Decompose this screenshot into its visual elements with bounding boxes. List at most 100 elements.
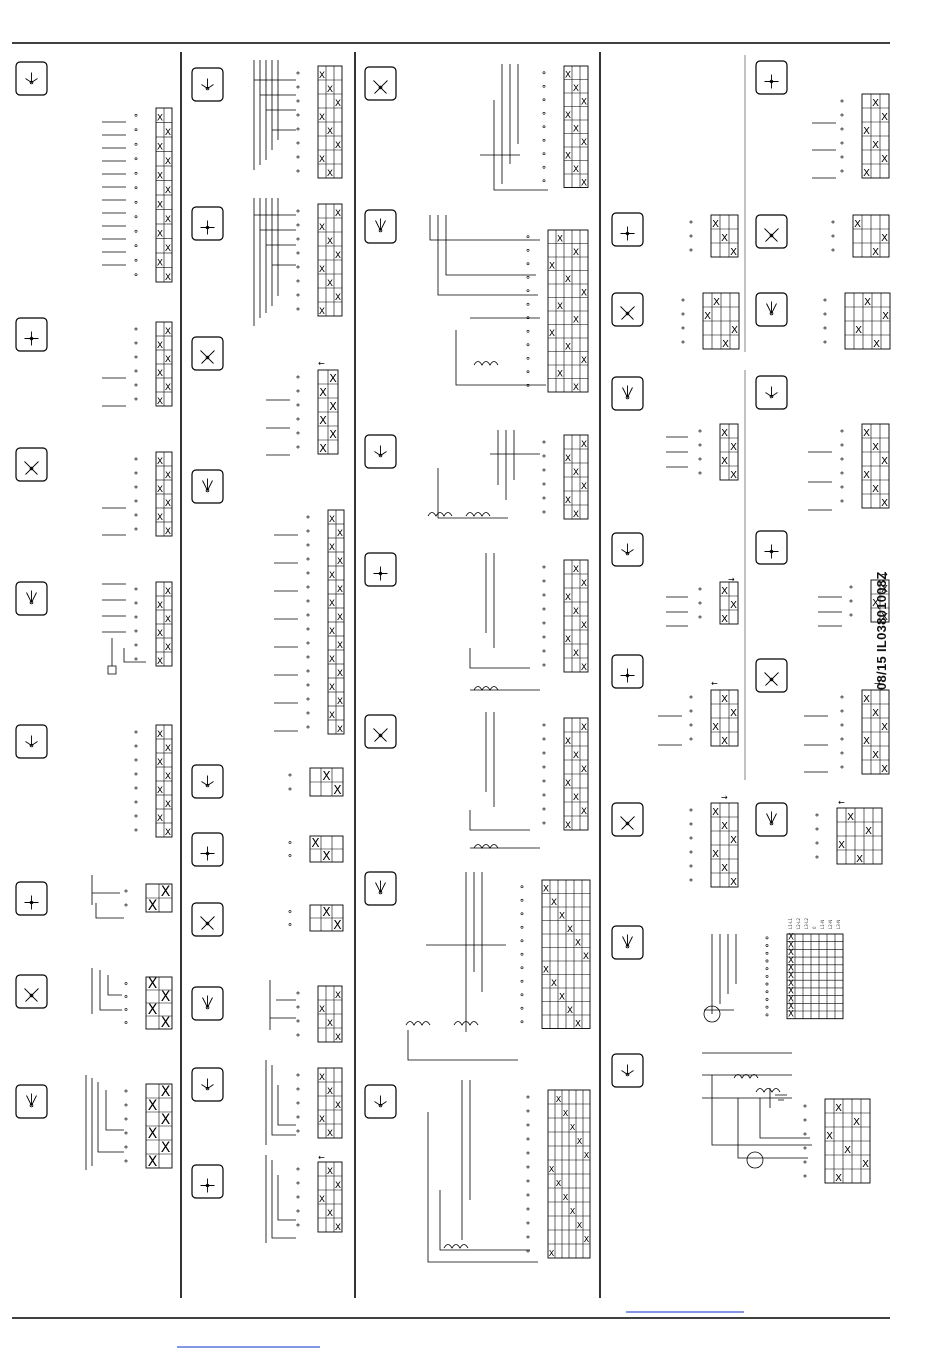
terminal-dot [288,923,292,926]
terminal-dot [306,683,310,687]
switch-symbol-icon [364,714,397,749]
table-mark: X [337,641,343,651]
coil [473,844,499,849]
table-mark: X [712,219,719,230]
table-mark: X [577,1137,583,1146]
terminal-dot [296,1181,300,1185]
table-mark: X [322,849,330,863]
terminal-dot [124,1089,128,1093]
table-mark: X [165,643,171,653]
table-mark: X [337,585,343,595]
terminal-dot [689,248,693,252]
terminal-dot [815,855,819,859]
table-mark: X [329,711,335,721]
table-mark: X [853,1117,860,1128]
terminal-dot [124,982,128,985]
table-mark: X [881,112,888,123]
wire [804,122,836,773]
terminal-dot [681,312,685,316]
terminal-dot [698,615,702,619]
terminal-dot [134,215,138,219]
table-mark: X [881,498,888,509]
terminal-dot [840,141,844,145]
terminal-dot [542,751,546,755]
terminal-dot [803,1118,807,1122]
switch-symbol-icon [191,469,224,504]
table-mark: X [573,468,579,478]
table-mark: X [335,1223,341,1233]
table-mark: X [157,730,163,740]
table-mark: X [856,854,863,865]
table-mark: X [165,800,171,810]
table-mark: X [721,586,728,597]
footer-links[interactable] [177,1311,744,1348]
wire [253,198,296,326]
terminal-dot [306,613,310,617]
terminal-dot [542,649,546,653]
table-mark: X [157,457,163,467]
terminal-dot [134,113,138,117]
terminal-dot [134,513,138,517]
terminal-dot [134,643,138,647]
terminal-dot [134,730,138,734]
table-mark: X [788,964,794,974]
switch-symbol-icon [15,447,48,482]
table-mark: X [881,722,888,733]
table-mark: X [704,311,711,322]
table-mark: X [712,849,719,860]
terminal-dot [306,529,310,533]
switch-symbol-icon [191,832,224,867]
terminal-dot [124,1131,128,1135]
table-mark: X [838,840,845,851]
table-mark: X [872,708,879,719]
table-mark: X [577,1221,583,1230]
table-mark: X [161,1015,171,1031]
table-mark: X [573,649,579,659]
column-headers: L1-L1 L2-L2 L3-L2 0 L1-N L2-N L3-N [786,915,846,930]
terminal-dot [526,1193,530,1197]
terminal-dot [840,723,844,727]
terminal-dot [542,579,546,583]
table-mark: X [319,442,327,455]
terminal-dot [296,155,300,159]
switch-symbol-icon [15,1084,48,1119]
terminal-dot [542,125,546,129]
switch-symbol-icon [611,925,644,960]
column-header: L2-N [828,919,833,929]
coil [733,1074,759,1079]
table-mark: X [854,219,861,230]
table-mark: X [335,251,341,261]
table-mark: X [872,140,879,151]
table-mark: X [721,233,728,244]
table-mark: X [329,571,335,581]
terminal-dot [134,828,138,832]
terminal-dot [542,179,546,183]
table-mark: X [337,669,343,679]
terminal-dot [134,186,138,190]
table-mark: X [319,1005,325,1015]
table-mark: X [329,627,335,637]
table-mark: X [575,1020,581,1030]
switch-symbol-icon [611,654,644,689]
table-mark: X [165,527,171,537]
terminal-dot [134,587,138,591]
terminal-dot [296,1005,300,1009]
terminal-dot [134,800,138,804]
switch-symbol-icon [611,212,644,247]
table-mark: X [311,836,319,850]
terminal-dot [520,979,524,983]
switch-symbol-icon [611,376,644,411]
table-mark: X [157,814,163,824]
table-mark: X [573,165,579,175]
terminal-dot [306,725,310,729]
table-mark: X [329,683,335,693]
terminal-dot [765,951,769,955]
terminal-dot [134,341,138,345]
terminal-dot [288,773,292,777]
